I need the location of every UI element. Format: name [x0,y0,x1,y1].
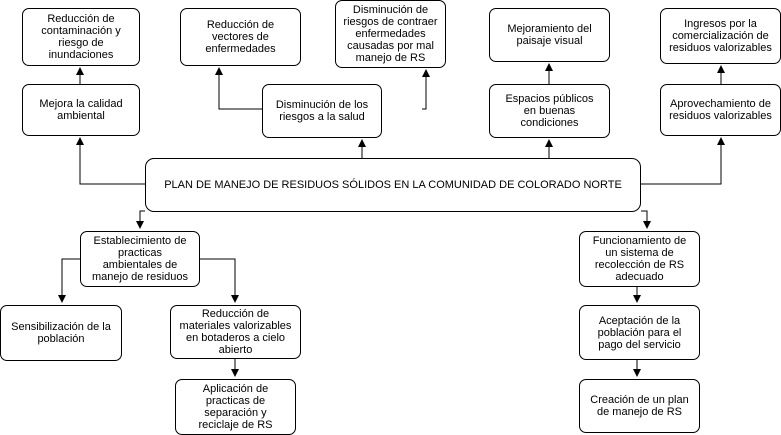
node-creacion: Creación de un plan de manejo de RS [579,379,700,433]
node-reduccion-materiales: Reducción de materiales valorizables en … [170,305,301,359]
node-aprovechamiento: Aprovechamiento de residuos valorizables [660,84,781,136]
node-mejoramiento-paisaje: Mejoramiento del paisaje visual [489,8,610,62]
edge-riesgos-to-enfermedades [422,69,430,110]
node-funcionamiento: Funcionamiento de un sistema de recolecc… [579,231,700,287]
edge-establecimiento-to-reduccion-materiales [200,258,239,303]
edge-central-to-aprovechamiento [641,137,725,185]
edge-riesgos-to-vectores [215,67,262,110]
node-reduccion-contaminacion: Reducción de contaminación y riesgo de i… [22,8,140,66]
node-aceptacion: Aceptación de la población para el pago … [579,305,700,360]
node-aplicacion: Aplicación de practicas de separación y … [175,379,296,435]
node-ingresos: Ingresos por la comercialización de resi… [660,8,781,64]
node-mejora-calidad: Mejora la calidad ambiental [22,84,140,136]
edge-establecimiento-to-sensibilizacion [58,258,80,303]
edge-central-to-mejora [76,137,145,185]
node-sensibilizacion: Sensibilización de la población [0,305,122,361]
node-central-plan: PLAN DE MANEJO DE RESIDUOS SÓLIDOS EN LA… [145,158,641,212]
node-establecimiento: Establecimiento de practicas ambientales… [80,231,200,287]
edge-central-to-funcionamiento [641,210,651,229]
node-disminucion-riesgos: Disminución de los riesgos a la salud [262,84,382,138]
node-reduccion-vectores: Reducción de vectores de enfermedades [180,8,301,66]
edge-central-to-establecimiento [136,210,145,229]
node-espacios-publicos: Espacios públicos en buenas condiciones [489,84,610,138]
node-disminucion-enfermedades: Disminución de riesgos de contraer enfer… [335,0,446,68]
